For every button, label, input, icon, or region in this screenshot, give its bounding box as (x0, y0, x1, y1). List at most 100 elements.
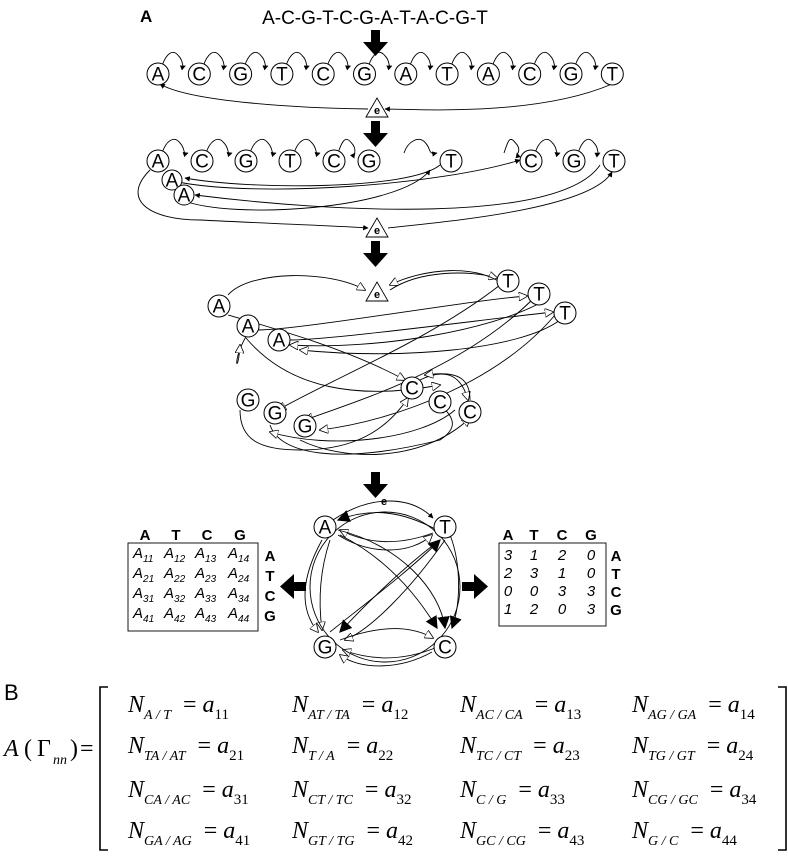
cycle-node: A (313, 515, 337, 539)
row2-node: T (602, 149, 626, 173)
svg-text:A: A (2, 736, 19, 762)
wavy-link (534, 139, 561, 158)
svg-text:G: G (298, 417, 313, 438)
row2-stacked-node: A (161, 169, 183, 192)
equation-lhs: A ( Γ nn ) = (2, 736, 94, 768)
svg-text:T: T (559, 304, 571, 325)
svg-text:G: G (233, 65, 248, 86)
svg-text:G: G (318, 638, 333, 659)
svg-text:T: T (276, 65, 288, 86)
svg-text:T: T (606, 65, 618, 86)
svg-text:A: A (273, 331, 286, 352)
matrix-cell: A42 (163, 605, 186, 625)
svg-text:A: A (166, 171, 179, 192)
equation-cell: NGA / AG = a41 (127, 818, 250, 849)
row1-return-arc (159, 83, 369, 110)
svg-text:A: A (178, 186, 191, 207)
wavy-link (161, 52, 186, 71)
matrix-cell: A23 (194, 565, 217, 585)
matrix-right-bracket (778, 686, 787, 851)
svg-text:A: A (399, 65, 412, 86)
equation-cell: NT / A = a22 (291, 733, 393, 764)
matrix-cell: A33 (194, 585, 217, 605)
scatter-arcs (227, 270, 561, 455)
col-header: G (585, 527, 597, 544)
svg-text:C: C (316, 65, 330, 86)
matrix-value: 2 (529, 601, 539, 618)
cycle-arcs (304, 500, 462, 667)
row-header: C (611, 584, 622, 601)
wavy-link (161, 139, 189, 158)
svg-text:A: A (152, 65, 165, 86)
wavy-link (491, 52, 517, 71)
matrix-cell: A13 (194, 545, 217, 565)
svg-text:C: C (433, 393, 447, 414)
svg-text:T: T (439, 518, 451, 539)
row2-node: A (146, 149, 170, 173)
row1-node: A (476, 62, 500, 86)
svg-text:G: G (567, 152, 582, 173)
wavy-link (403, 139, 438, 157)
svg-text:G: G (362, 152, 377, 173)
scatter-node: T (527, 282, 551, 306)
svg-text:nn: nn (53, 753, 67, 768)
svg-text:T: T (502, 272, 514, 293)
row2-node: G (357, 149, 381, 173)
row-header: G (264, 608, 276, 625)
row-header: G (610, 602, 622, 619)
wavy-link (202, 52, 228, 71)
equation-cell: NCT / TC = a32 (291, 777, 411, 808)
scatter-node: A (236, 314, 260, 338)
row2-node: T (278, 149, 302, 173)
row1-node: T (270, 62, 294, 86)
scatter-node: C (458, 400, 482, 424)
wavy-link (450, 52, 475, 71)
matrix-value: 2 (503, 565, 513, 582)
matrix-cell: A12 (163, 545, 186, 565)
row-header: A (265, 548, 276, 565)
svg-text:A: A (242, 317, 255, 338)
matrix-cell: A44 (227, 605, 250, 625)
row-header: T (265, 568, 274, 585)
svg-text:=: = (80, 736, 94, 762)
svg-text:(: ( (24, 736, 32, 762)
equation-cell: NAC / CA = a13 (459, 692, 581, 723)
matrix-value: 3 (504, 547, 513, 564)
row1-node: C (518, 62, 542, 86)
svg-text:A: A (213, 297, 226, 318)
panel-a-label: A (140, 7, 152, 26)
row2-stacked-node: A (173, 184, 195, 207)
matrix-cell: A11 (132, 545, 153, 565)
wavy-link (368, 52, 393, 71)
matrix-cell: A32 (163, 585, 186, 605)
svg-text:Γ: Γ (37, 736, 51, 762)
matrix-cell: A43 (194, 605, 217, 625)
col-header: G (234, 527, 246, 544)
row1-node: C (311, 62, 335, 86)
svg-text:T: T (441, 65, 453, 86)
e-node: e (365, 217, 389, 238)
svg-text:C: C (524, 152, 538, 173)
row1-node: G (229, 62, 253, 86)
cycle-node: T (433, 515, 457, 539)
right-arrow-icon (462, 574, 488, 599)
row1-return-arc (384, 83, 613, 112)
row2-wavy-links (161, 139, 601, 159)
scatter-node: C (428, 390, 452, 414)
matrix-cell: A24 (227, 565, 250, 585)
svg-text:A: A (152, 152, 165, 173)
equation-cell: NAT / TA = a12 (291, 692, 408, 723)
equation-cell: NGC / CG = a43 (459, 818, 584, 849)
matrix-left-bracket (99, 686, 108, 851)
matrix-value: 2 (557, 547, 567, 564)
left-arrow-icon (280, 574, 306, 599)
sequence-text: A-C-G-T-C-G-A-T-A-C-G-T (262, 8, 488, 29)
matrix-value: 1 (504, 601, 512, 618)
scatter-node: A (267, 328, 291, 352)
cycle-ring (309, 511, 461, 663)
equation-cell: NGT / TG = a42 (291, 818, 413, 849)
svg-text:e: e (374, 289, 380, 301)
row2-node: C (190, 149, 214, 173)
